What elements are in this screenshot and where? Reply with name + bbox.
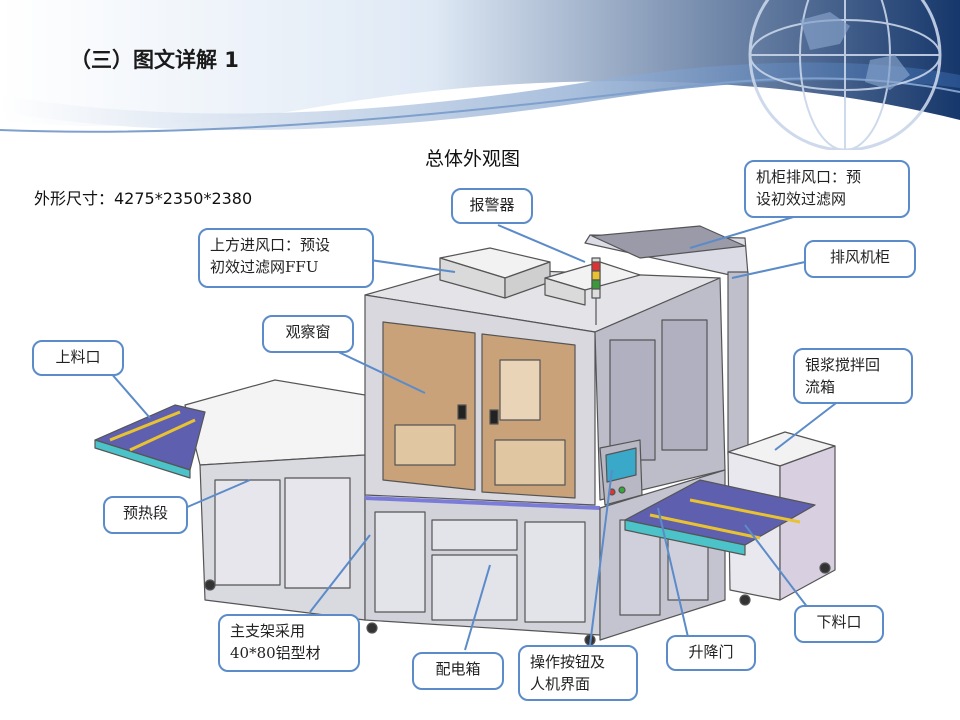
dimension-text: 外形尺寸：4275*2350*2380 — [34, 189, 253, 208]
globe-icon — [748, 0, 942, 150]
header-banner — [0, 0, 960, 150]
callout-alarm: 报警器 — [451, 188, 533, 224]
callout-exhaust-cabinet: 排风机柜 — [804, 240, 916, 278]
callout-top-air-inlet: 上方进风口：预设 初效过滤网FFU — [198, 228, 374, 288]
diagram-title: 总体外观图 — [425, 148, 521, 170]
callout-main-frame: 主支架采用 40*80铝型材 — [218, 614, 360, 672]
cabinet-exhaust-grille — [591, 225, 746, 259]
callout-preheat-section: 预热段 — [103, 496, 188, 534]
callout-silver-paste-reflow-box: 银浆搅拌回 流箱 — [793, 348, 913, 404]
callout-unloading-port: 下料口 — [794, 605, 884, 643]
callout-electrical-box: 配电箱 — [412, 652, 504, 690]
callout-loading-port: 上料口 — [32, 340, 124, 376]
callout-control-panel: 操作按钮及 人机界面 — [518, 645, 638, 701]
callout-observation-window: 观察窗 — [262, 315, 354, 353]
slide-title: （三）图文详解 1 — [70, 48, 239, 72]
callout-lift-door: 升降门 — [666, 635, 756, 671]
callout-cabinet-exhaust-port: 机柜排风口：预 设初效过滤网 — [744, 160, 910, 218]
preheat-tunnel — [184, 379, 366, 466]
